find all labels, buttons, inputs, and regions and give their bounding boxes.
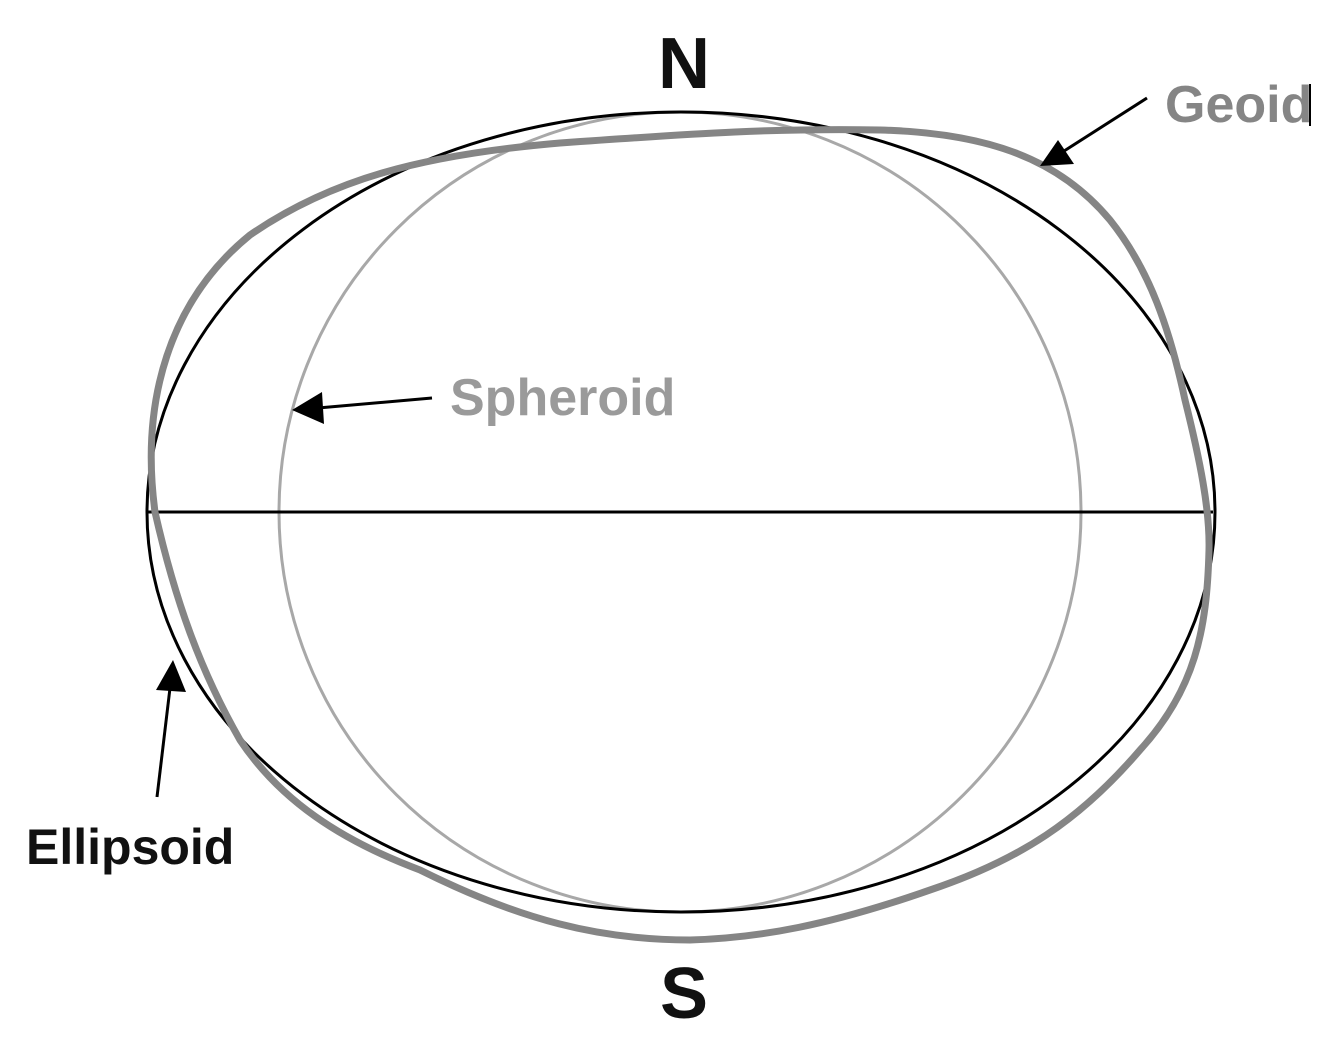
spheroid-arrowhead xyxy=(292,392,324,424)
geoid-arrow xyxy=(1048,96,1148,162)
geoid-outline xyxy=(147,126,1213,944)
ellipsoid-arrowhead xyxy=(156,660,186,692)
geoid-arrowhead xyxy=(1040,140,1074,166)
geoid-label: Geoid xyxy=(1165,76,1312,134)
south-pole-label: S xyxy=(660,954,708,1034)
ellipsoid-label: Ellipsoid xyxy=(26,819,234,875)
spheroid-arrow xyxy=(317,396,433,410)
spheroid-label: Spheroid xyxy=(450,369,675,427)
ellipsoid-arrow xyxy=(155,687,172,798)
north-pole-label: N xyxy=(658,24,710,104)
